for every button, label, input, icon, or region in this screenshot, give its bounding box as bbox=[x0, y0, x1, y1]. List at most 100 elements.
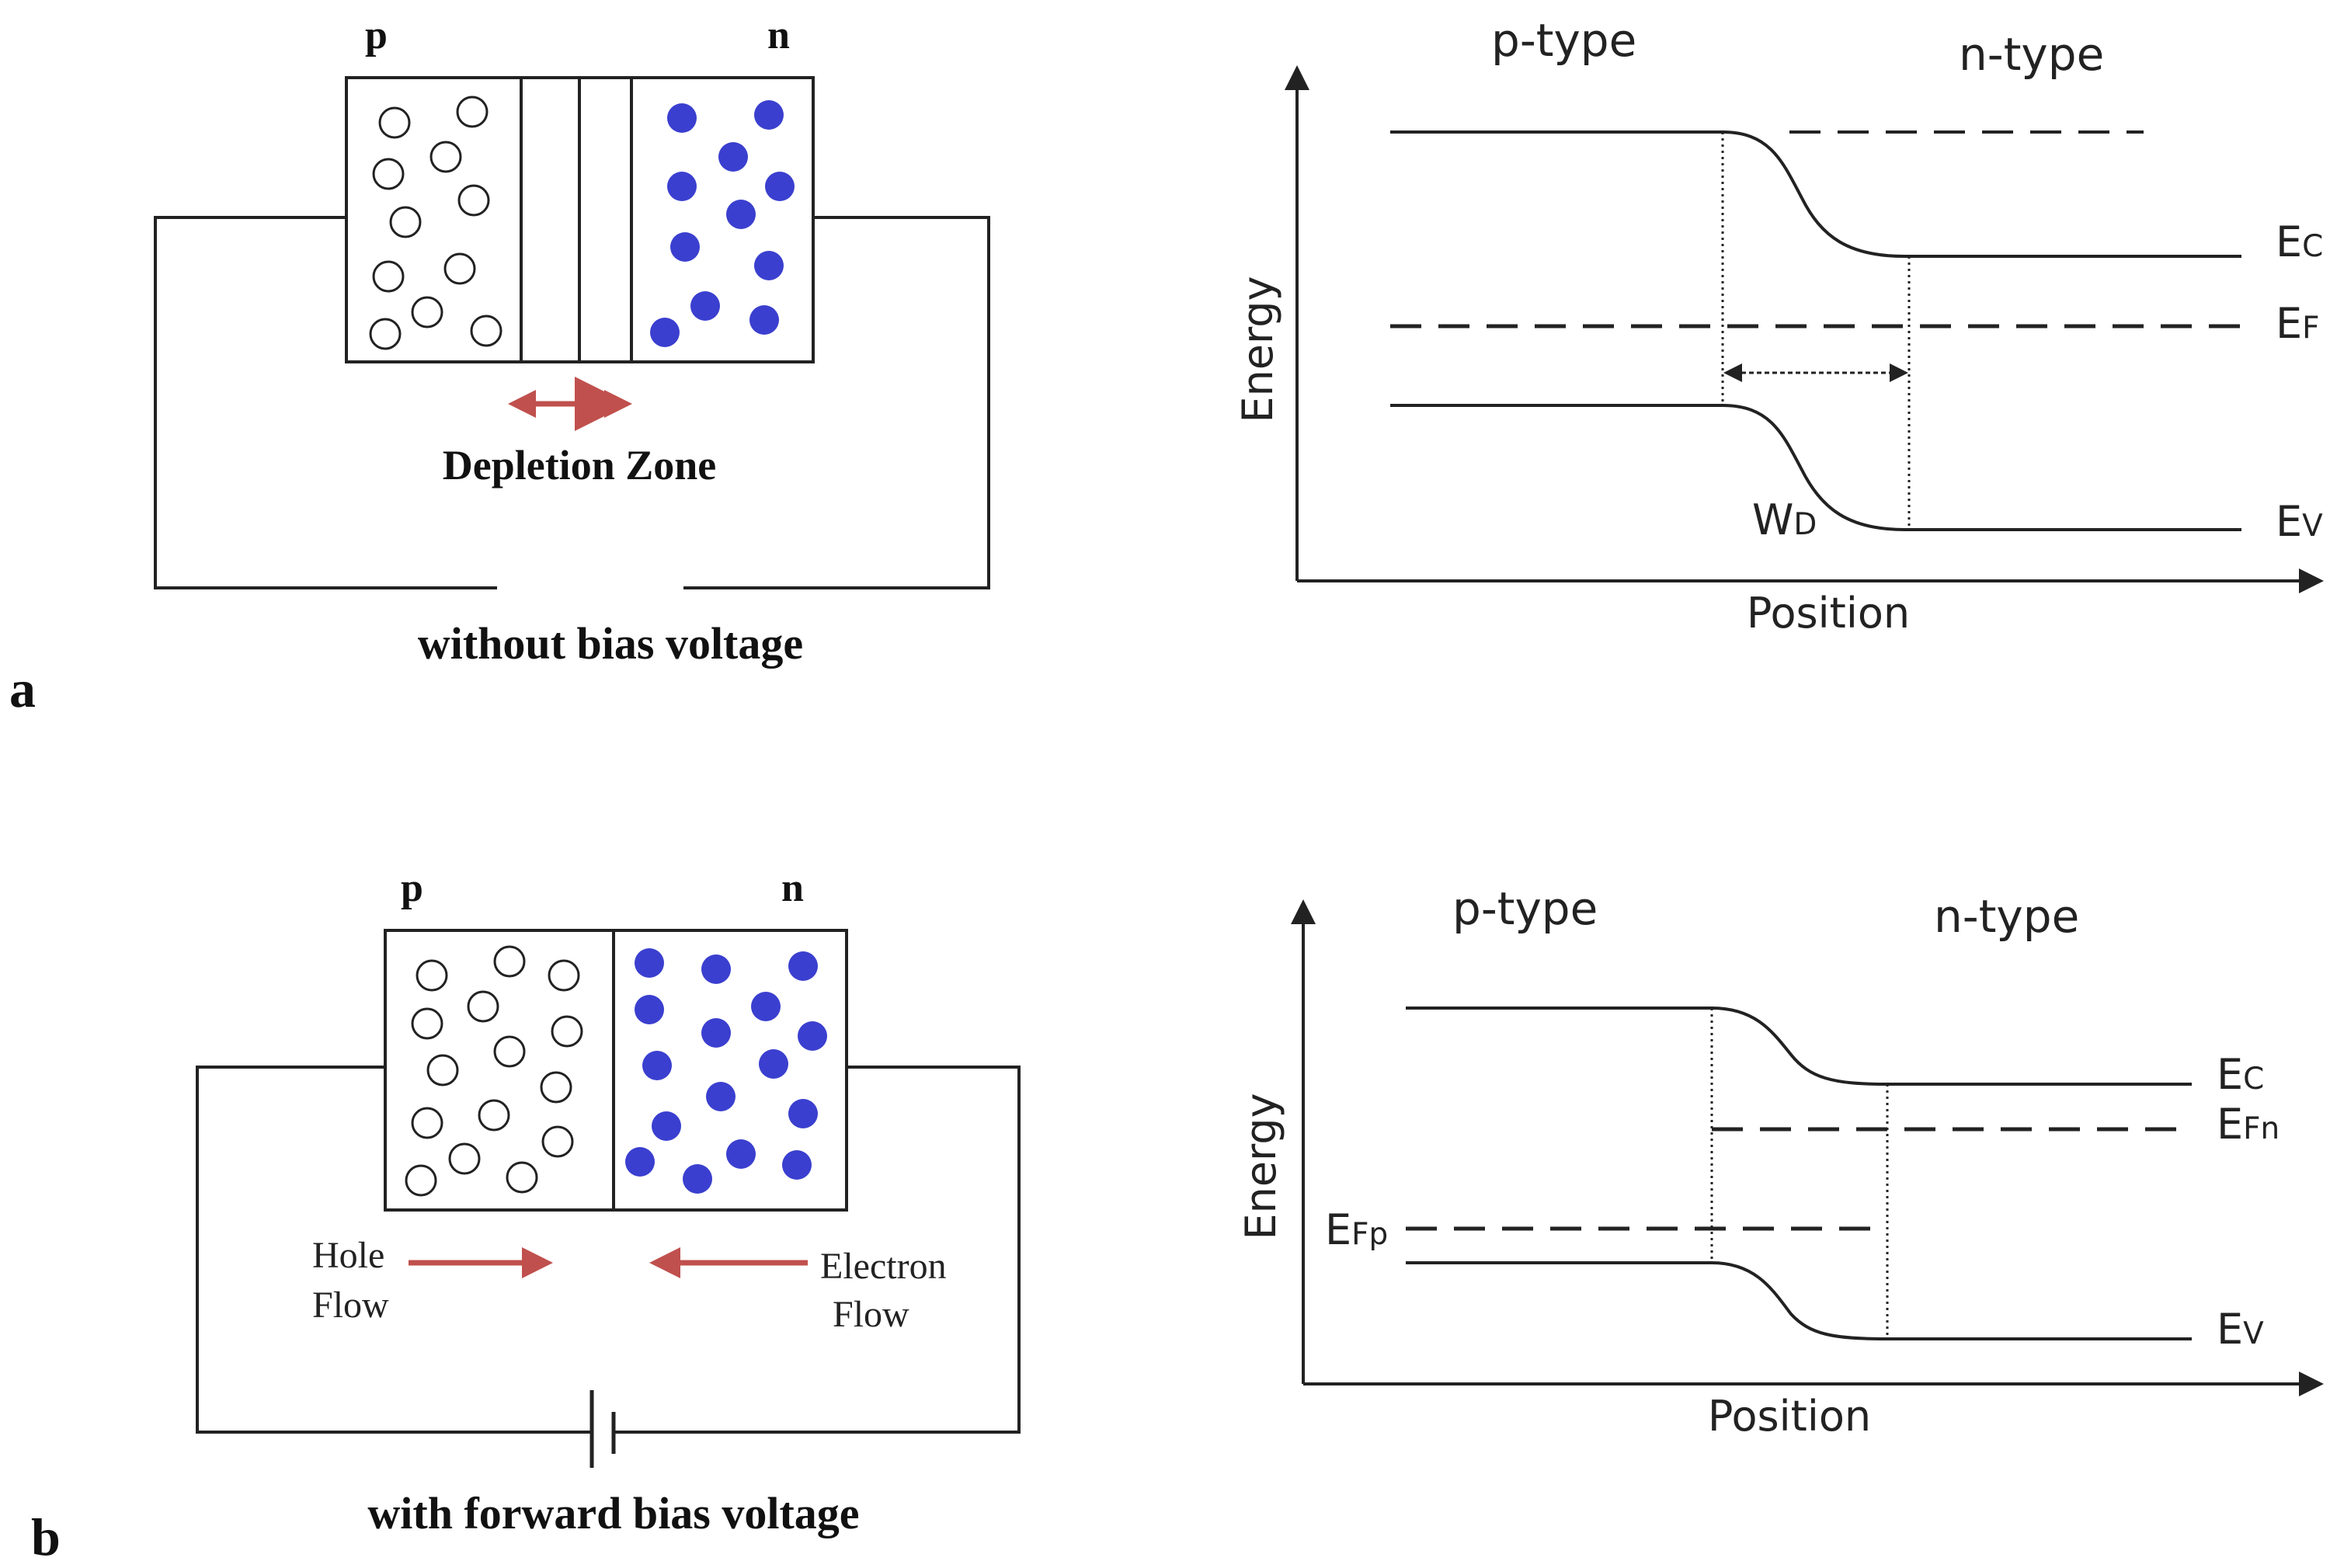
electron-carrier bbox=[759, 1049, 788, 1079]
hole-flow-label-line1: Hole bbox=[312, 1235, 384, 1276]
hole-carrier bbox=[405, 1164, 437, 1197]
panel-a-holes bbox=[369, 96, 503, 350]
panel-b-circuit-right-wire bbox=[614, 1066, 1021, 1434]
panel-a-n-type-label: n-type bbox=[1959, 28, 2104, 81]
panel-b-n-label: n bbox=[781, 866, 804, 910]
hole-carrier bbox=[389, 206, 422, 238]
hole-carrier bbox=[416, 959, 448, 992]
hole-carrier bbox=[467, 990, 499, 1023]
electron-carrier bbox=[652, 1111, 681, 1141]
panel-a-p-label: p bbox=[365, 13, 388, 57]
electron-carrier bbox=[667, 172, 697, 201]
hole-carrier bbox=[378, 106, 411, 139]
electron-carrier bbox=[706, 1082, 736, 1111]
hole-carrier bbox=[369, 318, 402, 350]
panel-a-n-region bbox=[630, 76, 815, 363]
electron-flow-label-line1: Electron bbox=[820, 1246, 947, 1287]
panel-a-electrons bbox=[650, 100, 795, 347]
panel-a-circuit-right-wire bbox=[683, 216, 990, 589]
panel-b-band-diagram: p-type n-type Energy Position EC EFn EFp… bbox=[1236, 882, 2324, 1441]
hole-carrier bbox=[470, 315, 503, 347]
electron-carrier bbox=[726, 1139, 756, 1169]
electron-carrier bbox=[690, 291, 720, 321]
electron-carrier bbox=[754, 100, 784, 130]
electron-carrier bbox=[642, 1051, 672, 1080]
electron-carrier bbox=[683, 1164, 712, 1194]
electron-carrier bbox=[701, 1018, 731, 1048]
panel-a-ef-label: EF bbox=[2276, 299, 2320, 348]
panel-b-p-type-label: p-type bbox=[1452, 882, 1598, 935]
hole-flow-arrow-head bbox=[522, 1247, 553, 1278]
panel-a-band-diagram: p-type n-type Energy Position EC EF EV W… bbox=[1233, 14, 2324, 638]
panel-a-junction: p n Depletion Zone without bias voltage … bbox=[9, 13, 990, 718]
panel-a-ev-label: EV bbox=[2276, 497, 2323, 546]
hole-carrier bbox=[548, 959, 580, 992]
electron-carrier bbox=[788, 1099, 818, 1128]
panel-a-depletion-right bbox=[578, 76, 633, 363]
panel-b-conduction-band bbox=[1406, 1007, 2192, 1086]
panel-a-ec-label: EC bbox=[2276, 217, 2323, 266]
panel-b-position-axis-label: Position bbox=[1708, 1392, 1871, 1441]
electron-carrier bbox=[749, 305, 779, 335]
panel-a-depletion-left bbox=[520, 76, 581, 363]
panel-a-conduction-band bbox=[1390, 130, 2241, 258]
electron-carrier bbox=[751, 992, 781, 1021]
panel-b-energy-axis-label: Energy bbox=[1236, 1093, 1285, 1239]
panel-b-electrons bbox=[625, 948, 827, 1194]
panel-a-valence-band bbox=[1390, 404, 2241, 531]
panel-b-caption: with forward bias voltage bbox=[367, 1488, 859, 1538]
panel-a-p-type-label: p-type bbox=[1491, 14, 1636, 67]
electron-carrier bbox=[650, 318, 680, 347]
panel-a-caption: without bias voltage bbox=[418, 618, 803, 669]
hole-carrier bbox=[540, 1071, 572, 1104]
hole-carrier bbox=[429, 141, 462, 173]
hole-carrier bbox=[448, 1142, 481, 1175]
depletion-arrow-left-head bbox=[508, 390, 536, 418]
hole-carrier bbox=[411, 296, 443, 329]
hole-carrier bbox=[493, 945, 526, 978]
electron-carrier bbox=[798, 1021, 827, 1051]
electron-carrier bbox=[670, 232, 700, 262]
hole-carrier bbox=[551, 1015, 583, 1048]
panel-a-position-axis-label: Position bbox=[1747, 589, 1910, 638]
panel-b-ec-label: EC bbox=[2217, 1050, 2264, 1099]
hole-carrier bbox=[411, 1107, 443, 1139]
hole-carrier bbox=[493, 1035, 526, 1068]
hole-carrier bbox=[443, 252, 476, 285]
hole-carrier bbox=[456, 96, 489, 128]
electron-carrier bbox=[635, 995, 664, 1024]
panel-b-circuit-left-wire bbox=[196, 1066, 592, 1434]
hole-carrier bbox=[457, 184, 490, 217]
electron-carrier bbox=[718, 142, 748, 172]
panel-a-letter: a bbox=[9, 659, 36, 718]
panel-a-n-label: n bbox=[767, 13, 790, 57]
panel-b-letter: b bbox=[31, 1507, 61, 1566]
hole-carrier bbox=[478, 1099, 510, 1132]
electron-carrier bbox=[667, 103, 697, 133]
electron-flow-label-line2: Flow bbox=[833, 1294, 909, 1335]
hole-carrier bbox=[372, 260, 405, 293]
depletion-zone-label: Depletion Zone bbox=[443, 442, 717, 488]
electron-carrier bbox=[625, 1147, 655, 1177]
depletion-arrow-right-head bbox=[604, 390, 632, 418]
panel-a-wd-label: WD bbox=[1752, 495, 1817, 544]
panel-b-p-label: p bbox=[401, 866, 423, 910]
electron-carrier bbox=[726, 200, 756, 229]
panel-b-valence-band bbox=[1406, 1261, 2192, 1340]
electron-carrier bbox=[782, 1150, 812, 1180]
electron-carrier bbox=[635, 948, 664, 978]
panel-b-efp-label: EFp bbox=[1325, 1205, 1388, 1254]
panel-a-energy-axis-label: Energy bbox=[1233, 276, 1282, 422]
hole-carrier bbox=[372, 158, 405, 190]
panel-a-circuit-left-wire bbox=[154, 216, 497, 589]
hole-carrier bbox=[426, 1054, 459, 1086]
hole-flow-label-line2: Flow bbox=[312, 1285, 389, 1326]
electron-carrier bbox=[788, 951, 818, 981]
hole-carrier bbox=[541, 1125, 574, 1158]
electron-carrier bbox=[754, 251, 784, 280]
electron-carrier bbox=[765, 172, 795, 201]
electron-carrier bbox=[701, 954, 731, 984]
panel-b-holes bbox=[405, 945, 583, 1197]
hole-carrier bbox=[411, 1007, 443, 1040]
